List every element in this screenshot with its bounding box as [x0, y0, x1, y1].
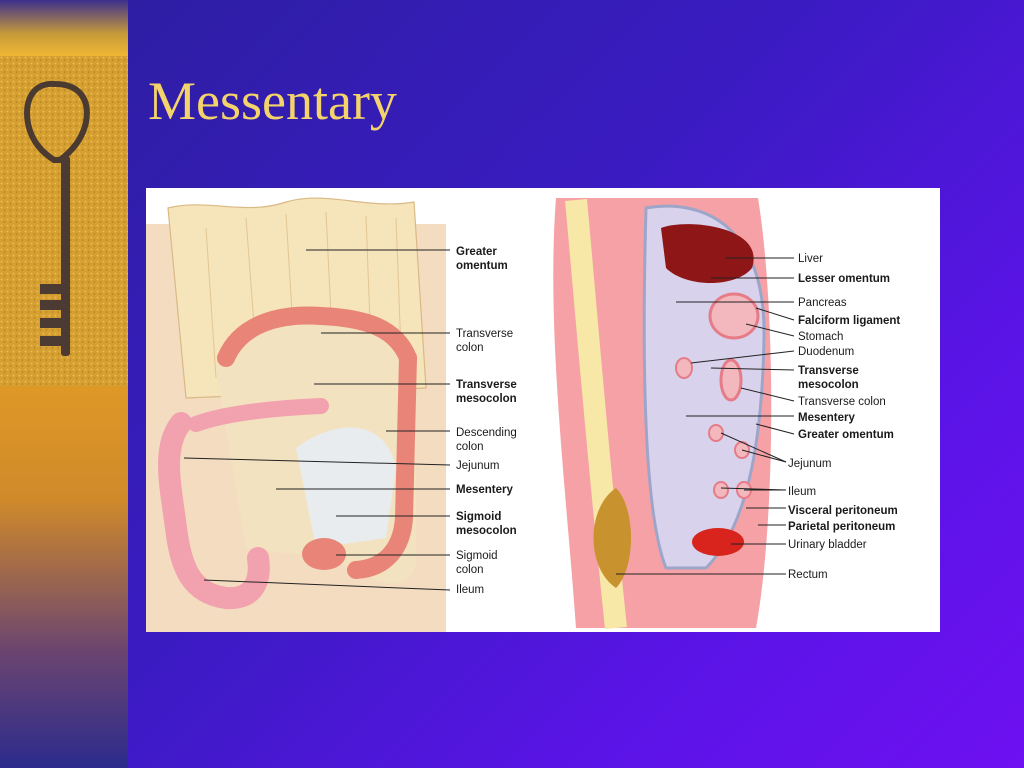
label-rectum: Rectum: [788, 569, 828, 581]
label-transverse-colon-2: colon: [456, 342, 484, 354]
label-parietal-peritoneum: Parietal peritoneum: [788, 521, 895, 533]
slide-title: Messentary: [148, 71, 397, 131]
label-sigmoid-mesocolon-2: mesocolon: [456, 525, 517, 537]
label-ileum-right: Ileum: [788, 486, 816, 498]
label-descending-colon-2: colon: [456, 441, 484, 453]
label-sigmoid-mesocolon-1: Sigmoid: [456, 511, 501, 523]
label-liver: Liver: [798, 253, 823, 265]
label-lesser-omentum: Lesser omentum: [798, 273, 890, 285]
sidebar-panel: [0, 0, 128, 768]
label-greater-omentum-right: Greater omentum: [798, 429, 894, 441]
label-jejunum-right: Jejunum: [788, 458, 831, 470]
key-image: [0, 56, 128, 386]
label-transverse-colon-right: Transverse colon: [798, 396, 886, 408]
label-mesentery-right: Mesentery: [798, 412, 855, 424]
label-sigmoid-colon-1: Sigmoid: [456, 550, 498, 562]
label-mesentery-left: Mesentery: [456, 484, 513, 496]
label-stomach: Stomach: [798, 331, 843, 343]
sidebar-top-band: [0, 0, 128, 56]
anatomy-diagram: Greater omentum Transverse colon Transvers…: [146, 197, 900, 632]
anterior-view: [146, 197, 446, 632]
label-descending-colon-1: Descending: [456, 427, 517, 439]
label-greater-omentum-2: omentum: [456, 260, 508, 272]
label-transverse-mesocolon-1: Transverse: [456, 379, 517, 391]
label-visceral-peritoneum: Visceral peritoneum: [788, 505, 898, 517]
left-labels: Greater omentum Transverse colon Transvers…: [183, 246, 517, 596]
label-urinary-bladder: Urinary bladder: [788, 539, 867, 551]
label-transverse-mesocolon-2: mesocolon: [456, 393, 517, 405]
label-falciform-ligament: Falciform ligament: [798, 315, 900, 327]
label-ileum-left: Ileum: [456, 584, 484, 596]
label-transverse-colon-1: Transverse: [456, 328, 513, 340]
right-labels: Liver Lesser omentum Pancreas Falciform …: [616, 253, 900, 581]
label-sigmoid-colon-2: colon: [456, 564, 484, 576]
label-jejunum-left: Jejunum: [456, 460, 499, 472]
sagittal-view: [553, 198, 772, 630]
label-greater-omentum-1: Greater: [456, 246, 497, 258]
anatomy-figure: Greater omentum Transverse colon Transvers…: [146, 188, 940, 632]
label-duodenum: Duodenum: [798, 346, 854, 358]
label-transverse-mesocolon-right-1: Transverse: [798, 365, 859, 377]
label-transverse-mesocolon-right-2: mesocolon: [798, 379, 859, 391]
label-pancreas: Pancreas: [798, 297, 847, 309]
